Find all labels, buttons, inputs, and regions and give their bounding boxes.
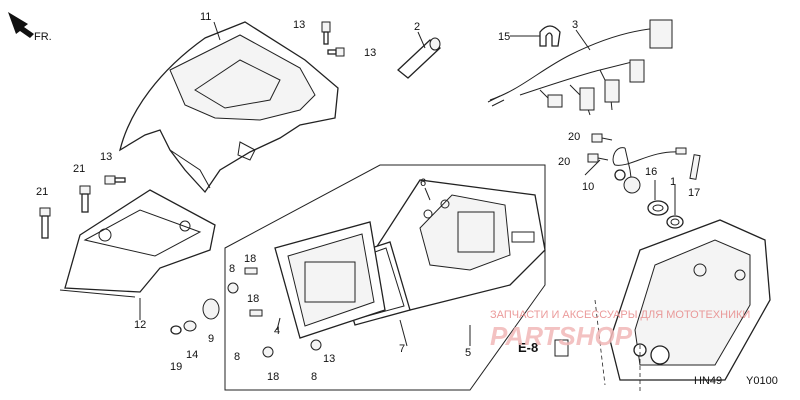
part-wire-harness: [487, 19, 673, 116]
callout-7: 7: [399, 343, 405, 355]
part-seal-1: [666, 215, 684, 229]
direction-label: FR.: [34, 31, 52, 43]
callout-20b: 20: [558, 156, 570, 168]
part-meter-case: [609, 219, 771, 381]
callout-19: 19: [170, 361, 182, 373]
watermark: PARTSHOP ЗАПЧАСТИ И АКСЕССУАРЫ ДЛЯ МОТОТ…: [490, 309, 750, 351]
watermark-brand: PARTSHOP: [490, 321, 633, 351]
callout-8a: 8: [229, 263, 235, 275]
callout-labels: 11 13 13 2 15 3 13 21 21 20 20 10 16 1 1…: [36, 11, 700, 383]
part-tube: [397, 37, 441, 79]
part-o-ring-16: [647, 200, 669, 216]
callout-18b: 18: [247, 293, 259, 305]
callout-13d: 13: [323, 353, 335, 365]
part-nut-8b: [262, 346, 274, 358]
callout-6: 6: [420, 177, 426, 189]
callout-8b: 8: [234, 351, 240, 363]
callout-16: 16: [645, 166, 657, 178]
callout-13c: 13: [100, 151, 112, 163]
part-nut-8a: [227, 282, 239, 294]
part-grommet-14: [183, 320, 197, 332]
part-bush-9: [202, 298, 220, 320]
callout-20a: 20: [568, 131, 580, 143]
callout-4: 4: [274, 325, 280, 337]
part-bolt-21a: [39, 207, 51, 239]
part-screw-top-1: [321, 21, 331, 45]
callout-11: 11: [200, 11, 211, 23]
part-bracket: [59, 189, 216, 298]
part-bolt-20a: [591, 133, 613, 143]
callout-21a: 21: [73, 163, 85, 175]
section-reference: E-8: [518, 339, 569, 357]
callout-13b: 13: [364, 47, 376, 59]
part-nut-8c: [310, 339, 322, 351]
callout-18c: 18: [267, 371, 279, 383]
part-bolt-21b: [79, 185, 91, 213]
callout-9: 9: [208, 333, 214, 345]
part-screw-13c: [104, 175, 126, 185]
drawing-code: HN49 Y0100: [694, 375, 778, 387]
callout-2: 2: [414, 21, 420, 33]
callout-18a: 18: [244, 253, 256, 265]
part-bolt-20b: [587, 153, 609, 163]
callout-21b: 21: [36, 186, 48, 198]
callout-1: 1: [670, 176, 676, 188]
callout-15: 15: [498, 31, 510, 43]
assembly-outline: [224, 164, 546, 391]
drawing-code-part1: HN49: [694, 375, 722, 387]
callout-8c: 8: [311, 371, 317, 383]
part-meter-panel: [364, 179, 546, 311]
part-pin-17: [689, 154, 701, 180]
callout-13a: 13: [293, 19, 305, 31]
callout-17: 17: [688, 187, 700, 199]
leader-lines: [139, 21, 676, 392]
part-meter-body: [274, 221, 386, 339]
drawing-code-part2: Y0100: [746, 375, 778, 387]
callout-3: 3: [572, 19, 578, 31]
section-ref-label: E-8: [518, 340, 538, 355]
callout-12: 12: [134, 319, 146, 331]
callout-14: 14: [186, 349, 198, 361]
part-washer-19: [170, 325, 182, 335]
part-screw-18a: [244, 267, 258, 275]
callout-5: 5: [465, 347, 471, 359]
front-direction-indicator: FR.: [8, 12, 52, 43]
callout-10: 10: [582, 181, 594, 193]
watermark-text: ЗАПЧАСТИ И АКСЕССУАРЫ ДЛЯ МОТОТЕХНИКИ: [490, 309, 750, 321]
part-speed-sensor: [612, 147, 687, 194]
part-screw-top-2: [327, 47, 345, 57]
part-meter-cover: [118, 21, 339, 194]
part-clamp: [539, 25, 561, 47]
part-screw-18b: [249, 309, 263, 317]
